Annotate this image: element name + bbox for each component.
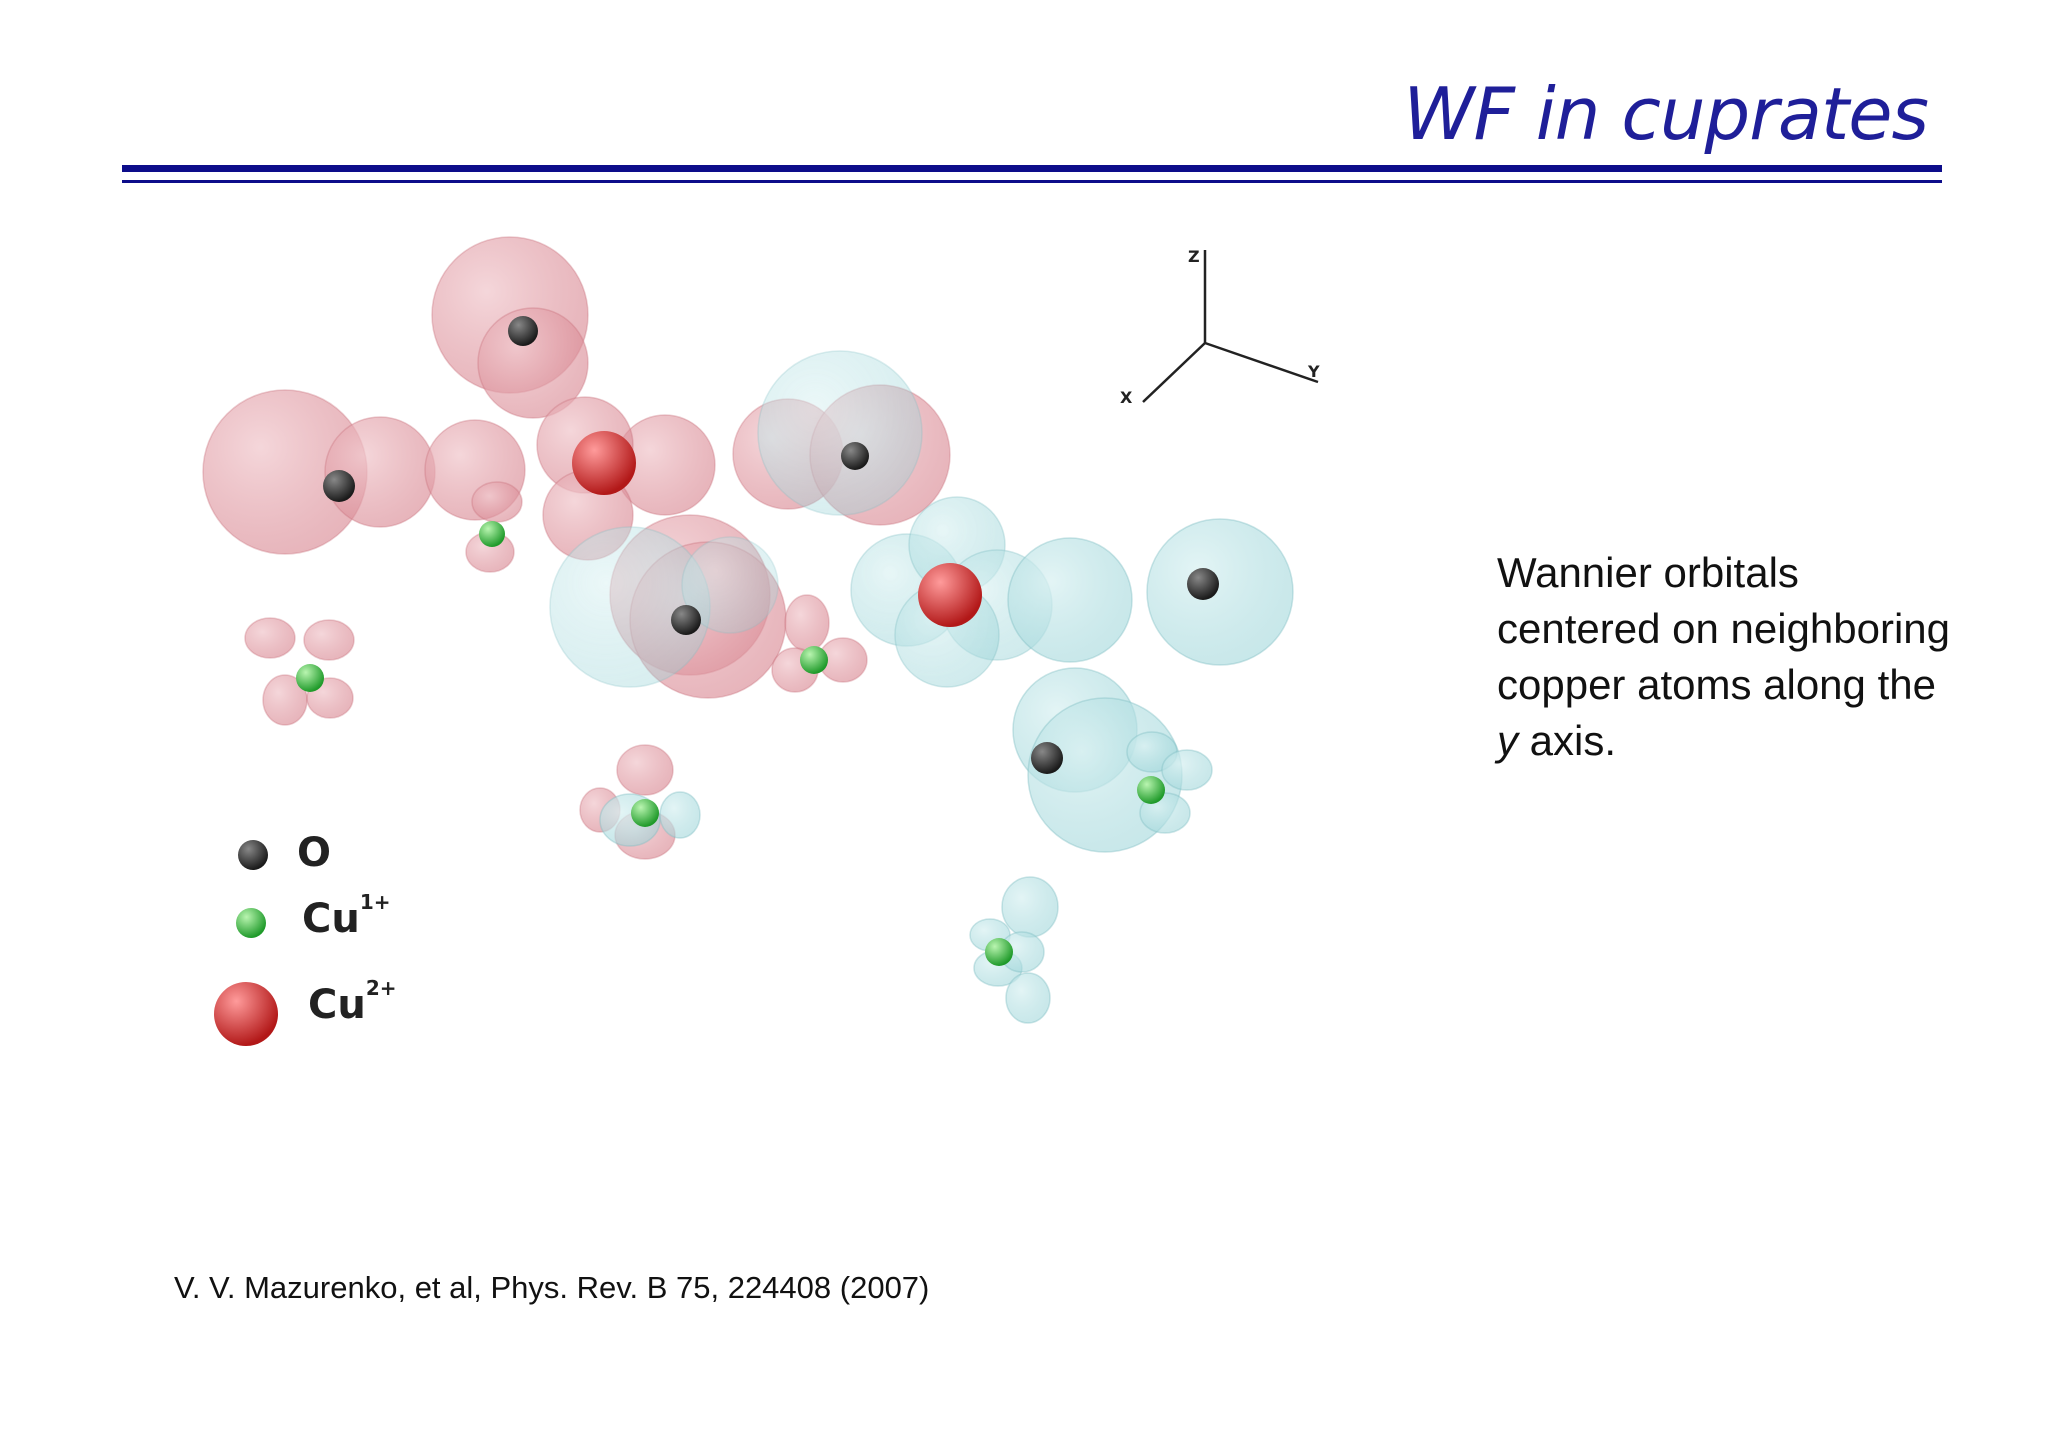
cu1-atoms xyxy=(296,521,1165,966)
legend-label-cu1: Cu1+ xyxy=(302,890,391,942)
legend-markers xyxy=(214,840,278,1046)
wannier-orbital-figure: Z Y X O Cu1+ Cu2+ xyxy=(190,230,1360,1090)
citation: V. V. Mazurenko, et al, Phys. Rev. B 75,… xyxy=(174,1270,930,1305)
legend-label-cu2: Cu2+ xyxy=(308,976,397,1028)
figure-caption: Wannier orbitals centered on neighboring… xyxy=(1497,549,1951,764)
title-rule-thick xyxy=(122,165,1942,172)
legend-label-oxygen: O xyxy=(297,830,332,876)
oxygen-atoms xyxy=(323,316,1219,774)
coordinate-axes xyxy=(1142,250,1319,403)
slide-title: WF in cuprates xyxy=(1403,72,1929,156)
cu2-atoms xyxy=(572,431,982,627)
axis-label-y: Y xyxy=(1308,362,1320,381)
title-rule-thin xyxy=(122,180,1942,183)
axis-label-x: X xyxy=(1120,388,1133,407)
orbital-rendering xyxy=(202,236,1319,1046)
axis-label-z: Z xyxy=(1188,247,1200,266)
